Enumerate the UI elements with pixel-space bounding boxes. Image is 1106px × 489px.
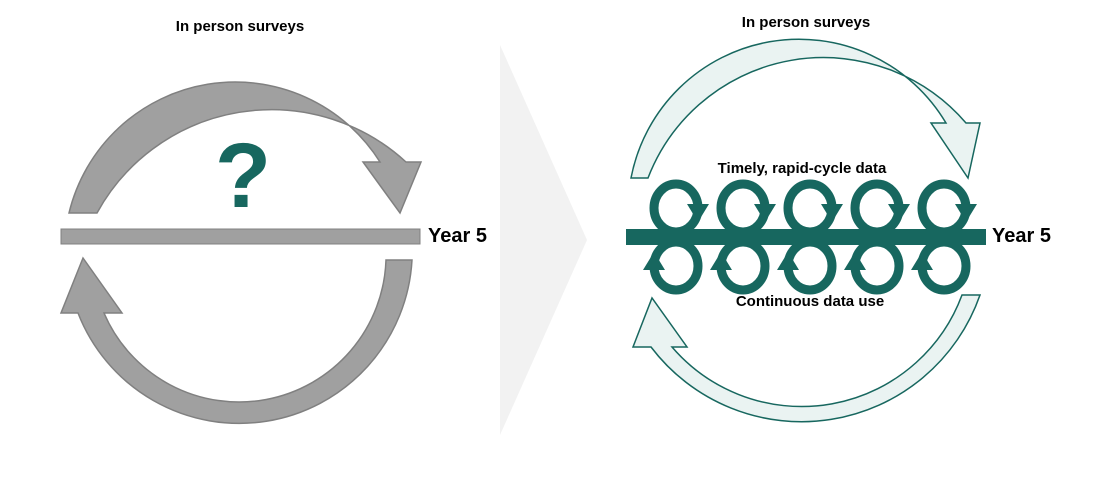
loop-above-5 [917,179,977,237]
question-mark: ? [214,125,272,227]
loop-above-2 [716,179,776,237]
right-panel [626,38,986,423]
continuous-use-loops-below [643,237,971,295]
upper-loops-label: Timely, rapid-cycle data [717,160,887,177]
left-panel [59,81,423,425]
right-bottom-arc-arrow [631,294,982,423]
left-timeline-bar [60,228,421,245]
right-top-arc-arrow [630,38,981,180]
right-timeline-bar [626,229,986,245]
loop-below-1 [643,237,703,295]
rapid-cycle-loops-above [649,179,977,237]
lower-loops-label: Continuous data use [735,293,885,310]
right-timeline-label: Year 5 [992,225,1051,247]
left-top-label: In person surveys [175,18,305,35]
loop-above-3 [783,179,843,237]
left-timeline-label: Year 5 [428,225,487,247]
loop-above-1 [649,179,709,237]
loop-below-3 [777,237,837,295]
transition-chevron [500,45,587,435]
loop-below-2 [710,237,770,295]
right-top-label: In person surveys [741,14,871,31]
loop-below-4 [844,237,904,295]
left-bottom-arc-arrow [59,256,413,425]
loop-above-4 [850,179,910,237]
loop-below-5 [911,237,971,295]
left-top-arc-arrow [68,81,423,215]
